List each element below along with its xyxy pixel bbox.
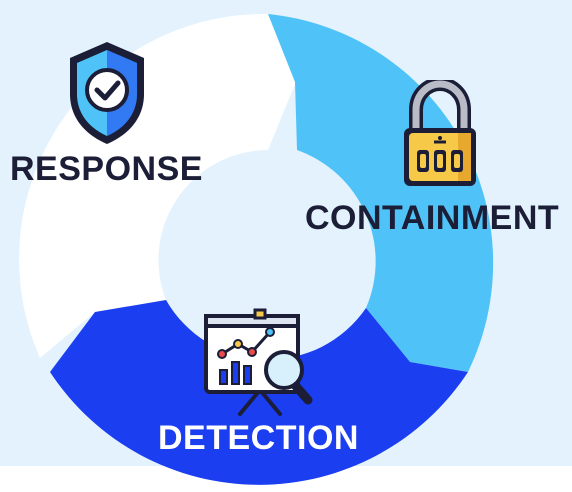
shield-check-icon: [70, 42, 144, 144]
containment-segment: [268, 14, 494, 372]
response-label: RESPONSE: [10, 150, 203, 188]
chart-magnifier-icon: [204, 308, 313, 416]
detection-label: DETECTION: [158, 419, 359, 457]
containment-label: CONTAINMENT: [305, 199, 560, 237]
padlock-icon: [404, 80, 476, 186]
